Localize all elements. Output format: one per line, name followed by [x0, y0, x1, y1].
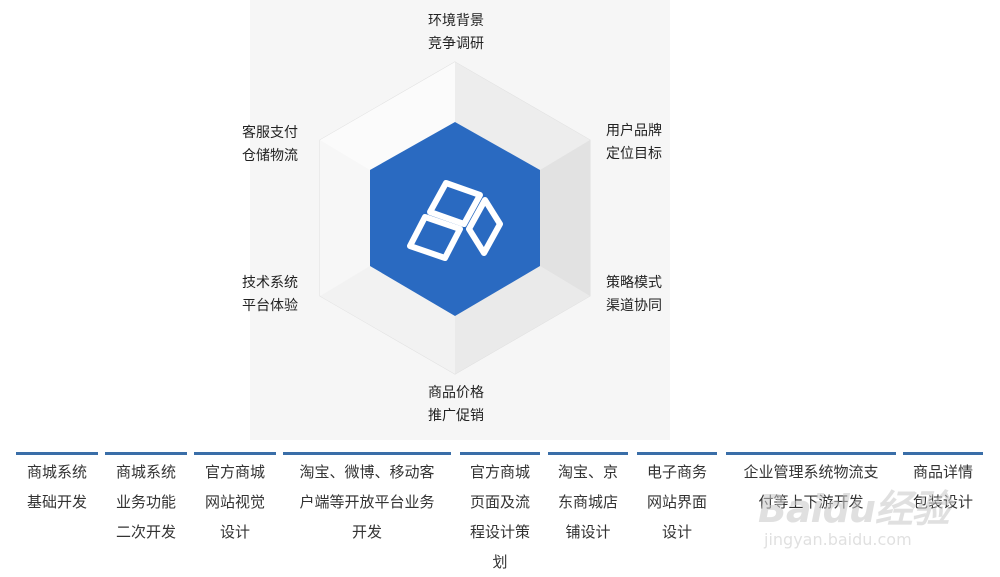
service-item: 官方商城 页面及流 程设计策 划 [460, 452, 540, 577]
label-bottom-line1: 商品价格 [428, 385, 484, 401]
service-line: 东商城店 [557, 493, 618, 511]
label-upper-right: 用户品牌 定位目标 [606, 120, 662, 166]
facet-right [540, 140, 590, 296]
cube-outline-icon [407, 180, 503, 261]
facet-top-right [455, 62, 590, 170]
service-item: 商品详情 包装设计 [903, 452, 983, 517]
service-line: 网站视觉 [204, 493, 265, 511]
service-line: 户端等开放平台业务 [299, 493, 435, 511]
service-line: 划 [492, 553, 508, 571]
label-lower-left: 技术系统 平台体验 [242, 272, 298, 318]
service-line: 官方商城 [204, 463, 265, 481]
service-item: 商城系统 业务功能 二次开发 [105, 452, 187, 547]
service-columns: 商城系统 基础开发 商城系统 业务功能 二次开发 官方商城 网站视觉 设计 淘宝… [0, 452, 1000, 577]
service-line: 商城系统 [115, 463, 176, 481]
service-line: 电子商务 [646, 463, 707, 481]
hexagon-graphic [319, 61, 591, 375]
label-upper-left-line1: 客服支付 [242, 125, 298, 141]
service-line: 铺设计 [565, 523, 611, 541]
service-line: 基础开发 [26, 493, 87, 511]
service-line: 网站界面 [646, 493, 707, 511]
label-upper-right-line1: 用户品牌 [606, 123, 662, 139]
service-line: 设计 [219, 523, 250, 541]
service-line: 程设计策 [469, 523, 530, 541]
label-upper-right-line2: 定位目标 [606, 146, 662, 162]
label-lower-left-line2: 平台体验 [242, 298, 298, 314]
label-lower-right-line2: 渠道协同 [606, 298, 662, 314]
label-bottom: 商品价格 推广促销 [428, 382, 484, 428]
service-line: 官方商城 [469, 463, 530, 481]
service-line: 淘宝、京 [557, 463, 618, 481]
service-line: 商城系统 [26, 463, 87, 481]
label-top: 环境背景 竞争调研 [428, 10, 484, 56]
service-item: 淘宝、京 东商城店 铺设计 [548, 452, 628, 547]
service-line: 商品详情 [912, 463, 973, 481]
hexagon-diagram: 环境背景 竞争调研 用户品牌 定位目标 策略模式 渠道协同 商品价格 推广促销 … [242, 0, 670, 440]
label-lower-right: 策略模式 渠道协同 [606, 272, 662, 318]
facet-top-left [320, 62, 455, 170]
service-line: 设计 [661, 523, 692, 541]
label-bottom-line2: 推广促销 [428, 408, 484, 424]
service-item: 官方商城 网站视觉 设计 [194, 452, 276, 547]
label-lower-right-line1: 策略模式 [606, 275, 662, 291]
service-item: 电子商务 网站界面 设计 [637, 452, 717, 547]
service-line: 页面及流 [469, 493, 530, 511]
label-top-line1: 环境背景 [428, 13, 484, 29]
label-lower-left-line1: 技术系统 [242, 275, 298, 291]
service-line: 包装设计 [912, 493, 973, 511]
facet-left [320, 140, 370, 296]
service-line: 付等上下游开发 [758, 493, 864, 511]
service-item: 企业管理系统物流支 付等上下游开发 [726, 452, 896, 517]
service-item: 商城系统 基础开发 [16, 452, 98, 517]
facet-bottom-right [455, 266, 590, 374]
service-line: 企业管理系统物流支 [743, 463, 879, 481]
label-top-line2: 竞争调研 [428, 36, 484, 52]
label-upper-left: 客服支付 仓储物流 [242, 122, 298, 168]
service-line: 二次开发 [115, 523, 176, 541]
service-item: 淘宝、微博、移动客 户端等开放平台业务 开发 [283, 452, 451, 547]
service-line: 淘宝、微博、移动客 [299, 463, 435, 481]
facet-bottom-left [320, 266, 455, 374]
service-line: 业务功能 [115, 493, 176, 511]
label-upper-left-line2: 仓储物流 [242, 148, 298, 164]
service-line: 开发 [351, 523, 382, 541]
